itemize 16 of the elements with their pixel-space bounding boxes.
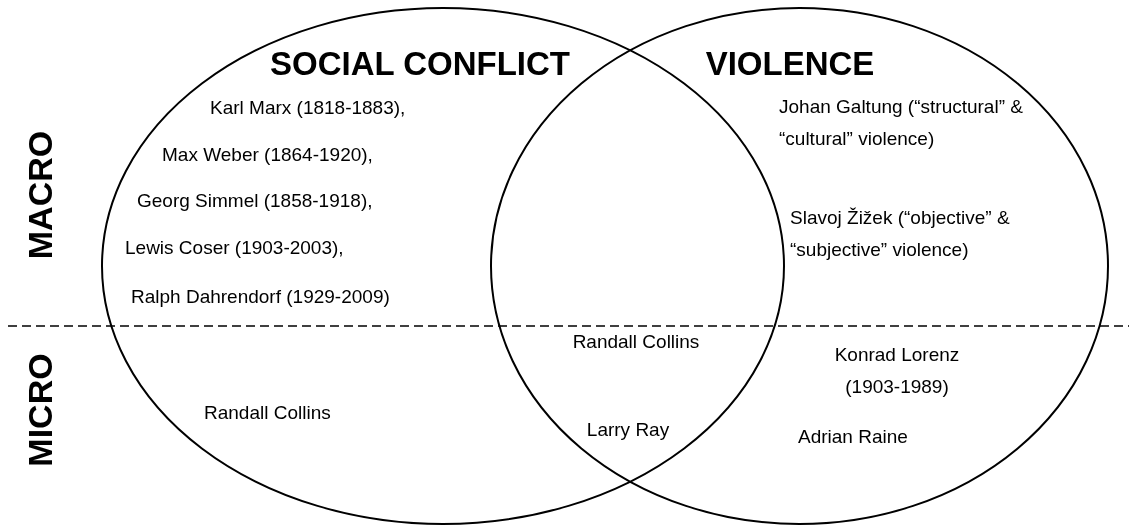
scale-label: MACRO (23, 130, 57, 260)
theorist-name: Johan Galtung (“structural” & “cultural” violence) (779, 95, 1024, 151)
theorist-name: Georg Simmel (1858-1918), (137, 189, 373, 213)
circle-title: SOCIAL CONFLICT (270, 47, 570, 80)
theorist-name: Adrian Raine (798, 425, 908, 449)
theorist-name: Randall Collins (204, 401, 331, 425)
theorist-name: Lewis Coser (1903-2003), (125, 236, 344, 260)
theorist-name: Slavoj Žižek (“objective” & “subjective” violence) (790, 206, 1011, 262)
scale-label: MICRO (23, 353, 57, 467)
theorist-name: Konrad Lorenz (1903-1989) (833, 343, 961, 399)
circle-title: VIOLENCE (705, 47, 875, 80)
theorist-name: Randall Collins (572, 330, 700, 354)
theorist-name: Ralph Dahrendorf (1929-2009) (131, 285, 390, 309)
theorist-name: Larry Ray (586, 418, 670, 442)
theorist-name: Max Weber (1864-1920), (162, 143, 373, 167)
theorist-name: Karl Marx (1818-1883), (210, 96, 406, 120)
